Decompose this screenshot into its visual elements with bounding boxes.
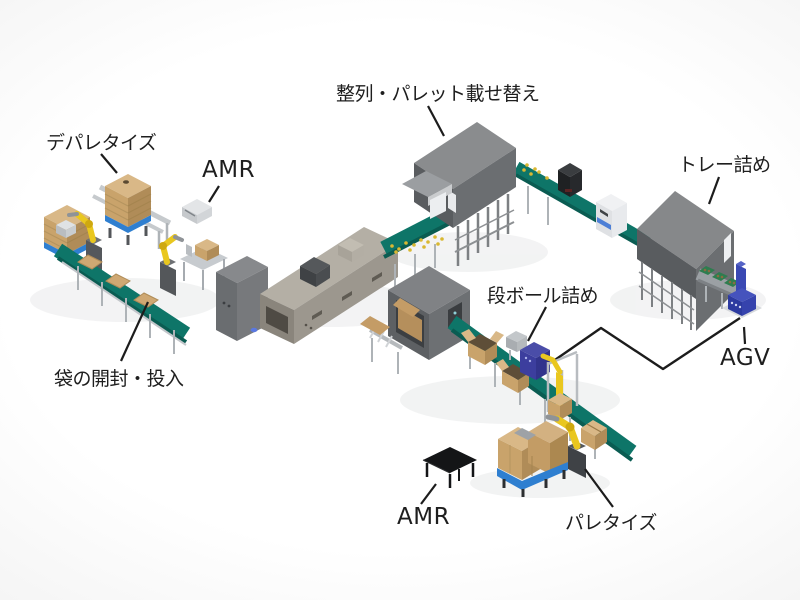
station-box bbox=[548, 393, 572, 420]
label-palletize: パレタイズ bbox=[565, 512, 657, 534]
label-agv: AGV bbox=[720, 345, 771, 371]
label-amr-bottom: AMR bbox=[397, 504, 451, 530]
machine-door bbox=[724, 233, 731, 263]
agv-route-line bbox=[551, 316, 741, 371]
blank-feed-conveyor bbox=[360, 316, 403, 374]
amr-top-unit bbox=[182, 199, 212, 224]
callout-bag bbox=[119, 301, 150, 362]
agv-unit bbox=[722, 261, 762, 318]
callout-amr-top bbox=[208, 185, 220, 203]
pallet bbox=[497, 462, 568, 490]
depalletize-station bbox=[43, 174, 191, 354]
cabinet-logo bbox=[250, 327, 258, 333]
label-carton-packing: 段ボール詰め bbox=[487, 285, 599, 307]
bag bbox=[105, 273, 131, 289]
machine-door bbox=[448, 190, 456, 213]
stack-hole bbox=[123, 180, 129, 184]
callout-palletize bbox=[584, 468, 614, 508]
rooftop-unit bbox=[338, 238, 364, 252]
machine-legs bbox=[641, 262, 692, 330]
belt-items bbox=[390, 235, 444, 254]
pallet bbox=[105, 215, 151, 233]
callout-agv bbox=[742, 326, 747, 345]
inspection-machine bbox=[596, 194, 627, 238]
callout-amr-bottom bbox=[420, 483, 437, 505]
open-carton bbox=[496, 359, 529, 393]
callout-carton bbox=[527, 306, 547, 342]
label-align-transfer: 整列・パレット載せ替え bbox=[336, 83, 540, 105]
label-tray-packing: トレー詰め bbox=[678, 154, 771, 176]
palletize-station bbox=[497, 414, 586, 497]
bag-opening-station bbox=[159, 234, 228, 296]
callout-lines bbox=[100, 105, 747, 508]
bag bbox=[77, 254, 103, 270]
slip-sheet bbox=[514, 428, 536, 440]
cardboard-blank bbox=[360, 316, 390, 335]
checkweigher-device bbox=[558, 163, 582, 197]
tunnel-machine bbox=[260, 227, 398, 344]
tunnel-entrance bbox=[266, 306, 288, 334]
label-depalletize: デパレタイズ bbox=[46, 132, 157, 154]
pallet-load bbox=[497, 421, 568, 497]
depalletize-conveyor bbox=[53, 243, 191, 354]
callout-depalletize bbox=[100, 153, 118, 174]
carton-packing-station bbox=[506, 331, 579, 420]
label-amr-top: AMR bbox=[202, 157, 256, 183]
amr-bottom-unit bbox=[422, 447, 477, 488]
case-erector-machine bbox=[360, 266, 470, 374]
open-carton bbox=[461, 329, 504, 365]
inspection-panel bbox=[597, 217, 611, 230]
bag bbox=[133, 292, 159, 308]
machine-legs bbox=[456, 194, 510, 266]
callout-tray bbox=[707, 176, 721, 205]
pallet-stack bbox=[104, 174, 152, 245]
side-shelf bbox=[402, 171, 452, 197]
label-bag-opening: 袋の開封・投入 bbox=[54, 368, 184, 390]
closed-carton bbox=[581, 420, 607, 450]
callout-align bbox=[427, 105, 445, 137]
robot-gripper bbox=[67, 212, 79, 217]
